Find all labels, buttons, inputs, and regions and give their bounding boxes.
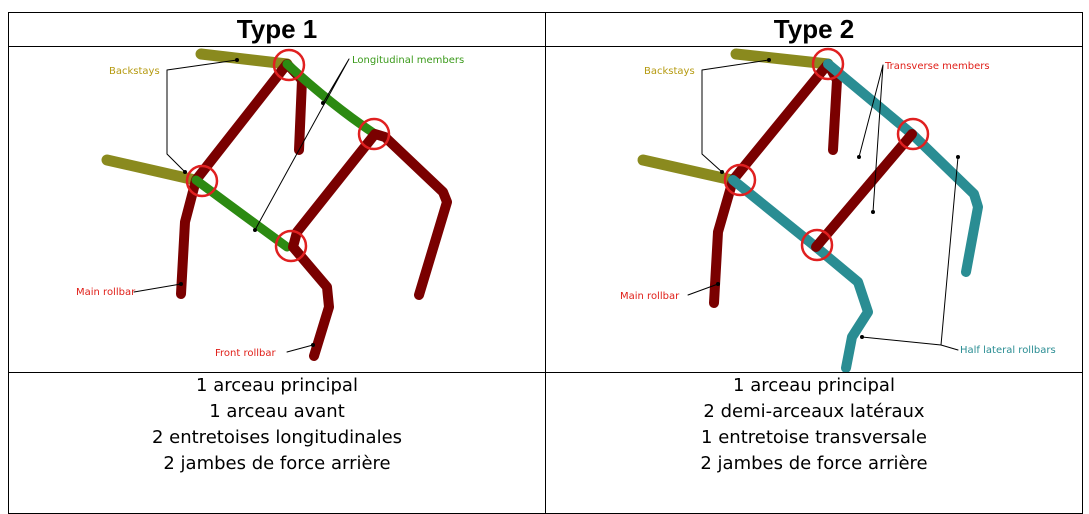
leader-line [286, 344, 314, 353]
leader-line [687, 283, 719, 296]
half-lateral-rollbar-left [728, 175, 873, 372]
type1-description: 1 arceau principal 1 arceau avant 2 entr… [8, 372, 546, 514]
type2-rollcage-diagram: Backstays Transverse members Main rollba… [620, 47, 1056, 372]
leader-line [861, 156, 959, 351]
front-rollbar-label: Front rollbar [215, 348, 277, 359]
leader-line [858, 64, 884, 213]
backstays-label: Backstays [644, 66, 695, 77]
backstay-lower [101, 154, 201, 186]
type1-diagram-cell: Backstays Longitudinal members Main roll… [8, 46, 546, 373]
comparison-table: Type 1 Type 2 [8, 12, 1083, 514]
longitudinal-members-label: Longitudinal members [352, 55, 464, 66]
longitudinal-member-right [282, 59, 380, 139]
junction-circle [274, 229, 308, 263]
main-rollbar-label: Main rollbar [620, 291, 680, 302]
junction-circle [272, 48, 306, 82]
junction-circle [800, 228, 834, 262]
type2-line: 2 demi-arceaux latéraux [703, 401, 925, 422]
half-lateral-rollbar-right [823, 59, 983, 277]
leader-line [166, 59, 238, 173]
junction-circle [357, 117, 391, 151]
type1-line: 1 arceau principal [196, 375, 358, 396]
type1-line: 1 arceau avant [209, 401, 345, 422]
leader-line [133, 283, 182, 293]
leader-line [701, 59, 770, 173]
main-rollbar [709, 59, 842, 308]
front-rollbar [288, 129, 452, 361]
type1-rollcage-diagram: Backstays Longitudinal members Main roll… [76, 48, 464, 361]
backstay-lower [637, 154, 738, 186]
junction-circle [723, 163, 757, 197]
main-rollbar [176, 59, 307, 299]
type2-header: Type 2 [545, 12, 1083, 47]
transverse-member [811, 129, 917, 252]
type2-line: 2 jambes de force arrière [700, 453, 928, 474]
type1-header: Type 1 [8, 12, 546, 47]
backstay-upper [195, 48, 293, 70]
type1-line: 2 jambes de force arrière [163, 453, 391, 474]
backstays-label: Backstays [109, 66, 160, 77]
longitudinal-member-left [191, 175, 292, 252]
type2-diagram-cell: Backstays Transverse members Main rollba… [545, 46, 1083, 373]
junction-circle [811, 47, 845, 81]
type2-line: 1 entretoise transversale [701, 427, 927, 448]
type2-description: 1 arceau principal 2 demi-arceaux latéra… [545, 372, 1083, 514]
type2-line: 1 arceau principal [733, 375, 895, 396]
main-rollbar-label: Main rollbar [76, 287, 136, 298]
junction-circle [185, 164, 219, 198]
type1-line: 2 entretoises longitudinales [151, 427, 403, 448]
half-lateral-rollbars-label: Half lateral rollbars [960, 345, 1056, 356]
transverse-members-label: Transverse members [884, 61, 990, 72]
junction-circle [896, 117, 930, 151]
leader-line [254, 58, 350, 231]
